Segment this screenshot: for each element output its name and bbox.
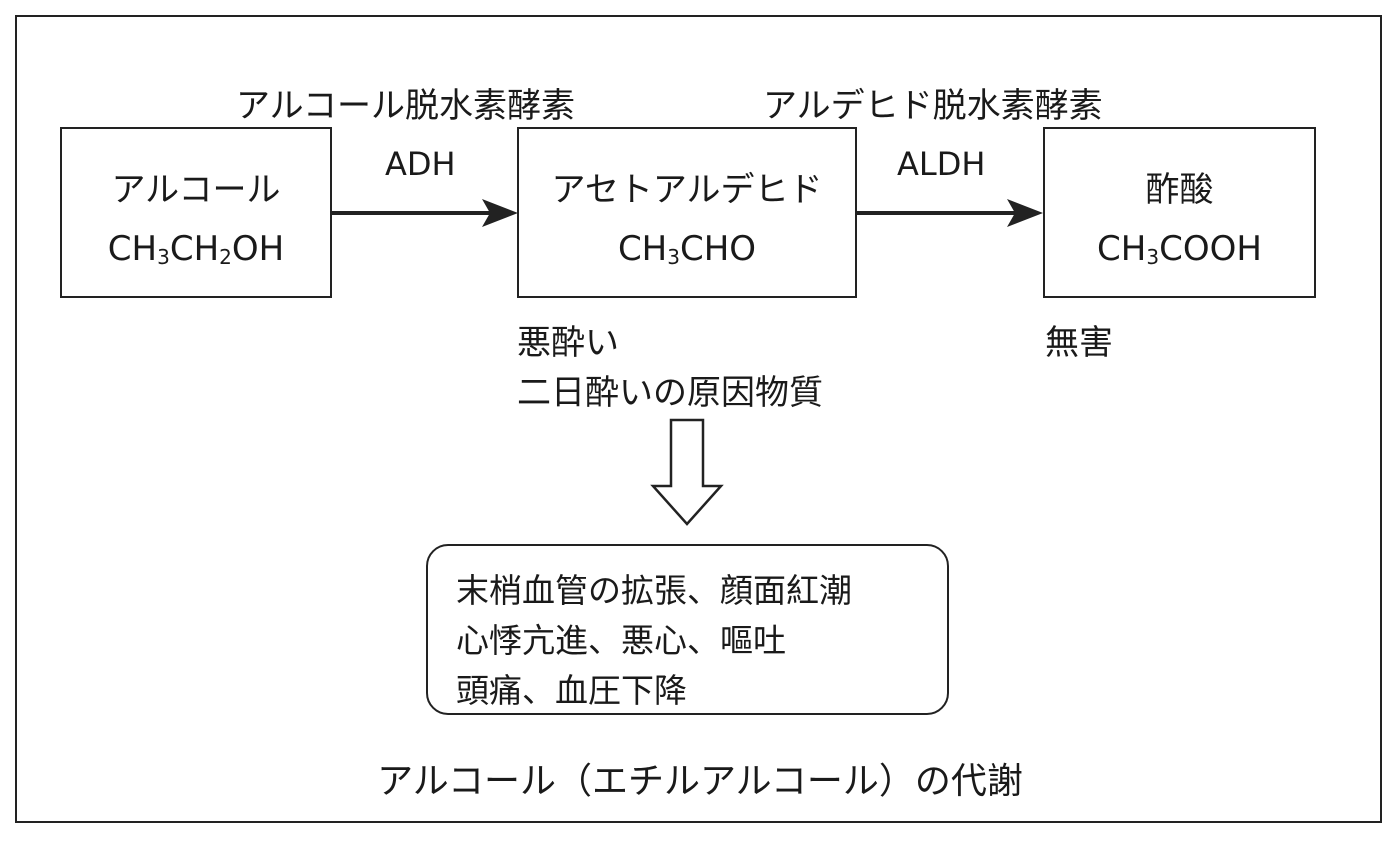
aldh-name-label: アルデヒド脱水素酵素	[763, 86, 1103, 126]
compound-box-alcohol: アルコール CH3CH2OH	[60, 127, 332, 298]
down-arrow-icon	[650, 418, 724, 526]
compound-formula: CH3CH2OH	[107, 229, 285, 269]
effect-line: 末梢血管の拡張、顔面紅潮	[456, 571, 852, 610]
compound-formula: CH3CHO	[617, 229, 757, 269]
reaction-arrow-adh	[332, 199, 518, 227]
effects-box: 末梢血管の拡張、顔面紅潮 心悸亢進、悪心、嘔吐 頭痛、血圧下降	[426, 544, 949, 715]
acetaldehyde-note-line2: 二日酔いの原因物質	[517, 373, 823, 413]
adh-name-label: アルコール脱水素酵素	[236, 86, 575, 126]
diagram-frame	[15, 15, 1382, 823]
acetic-acid-note: 無害	[1045, 323, 1113, 363]
reaction-arrow-aldh	[857, 199, 1043, 227]
compound-name: 酢酸	[1145, 170, 1214, 210]
diagram-caption: アルコール（エチルアルコール）の代謝	[377, 761, 1023, 802]
compound-box-acetic-acid: 酢酸 CH3COOH	[1043, 127, 1316, 298]
acetaldehyde-note-line1: 悪酔い	[517, 323, 619, 363]
effect-line: 頭痛、血圧下降	[456, 671, 687, 710]
adh-abbr-label: ADH	[385, 145, 456, 183]
effect-line: 心悸亢進、悪心、嘔吐	[456, 621, 786, 660]
aldh-abbr-label: ALDH	[897, 145, 986, 183]
compound-name: アセトアルデヒド	[551, 170, 823, 210]
compound-box-acetaldehyde: アセトアルデヒド CH3CHO	[517, 127, 857, 298]
compound-formula: CH3COOH	[1097, 229, 1262, 269]
compound-name: アルコール	[111, 170, 281, 210]
